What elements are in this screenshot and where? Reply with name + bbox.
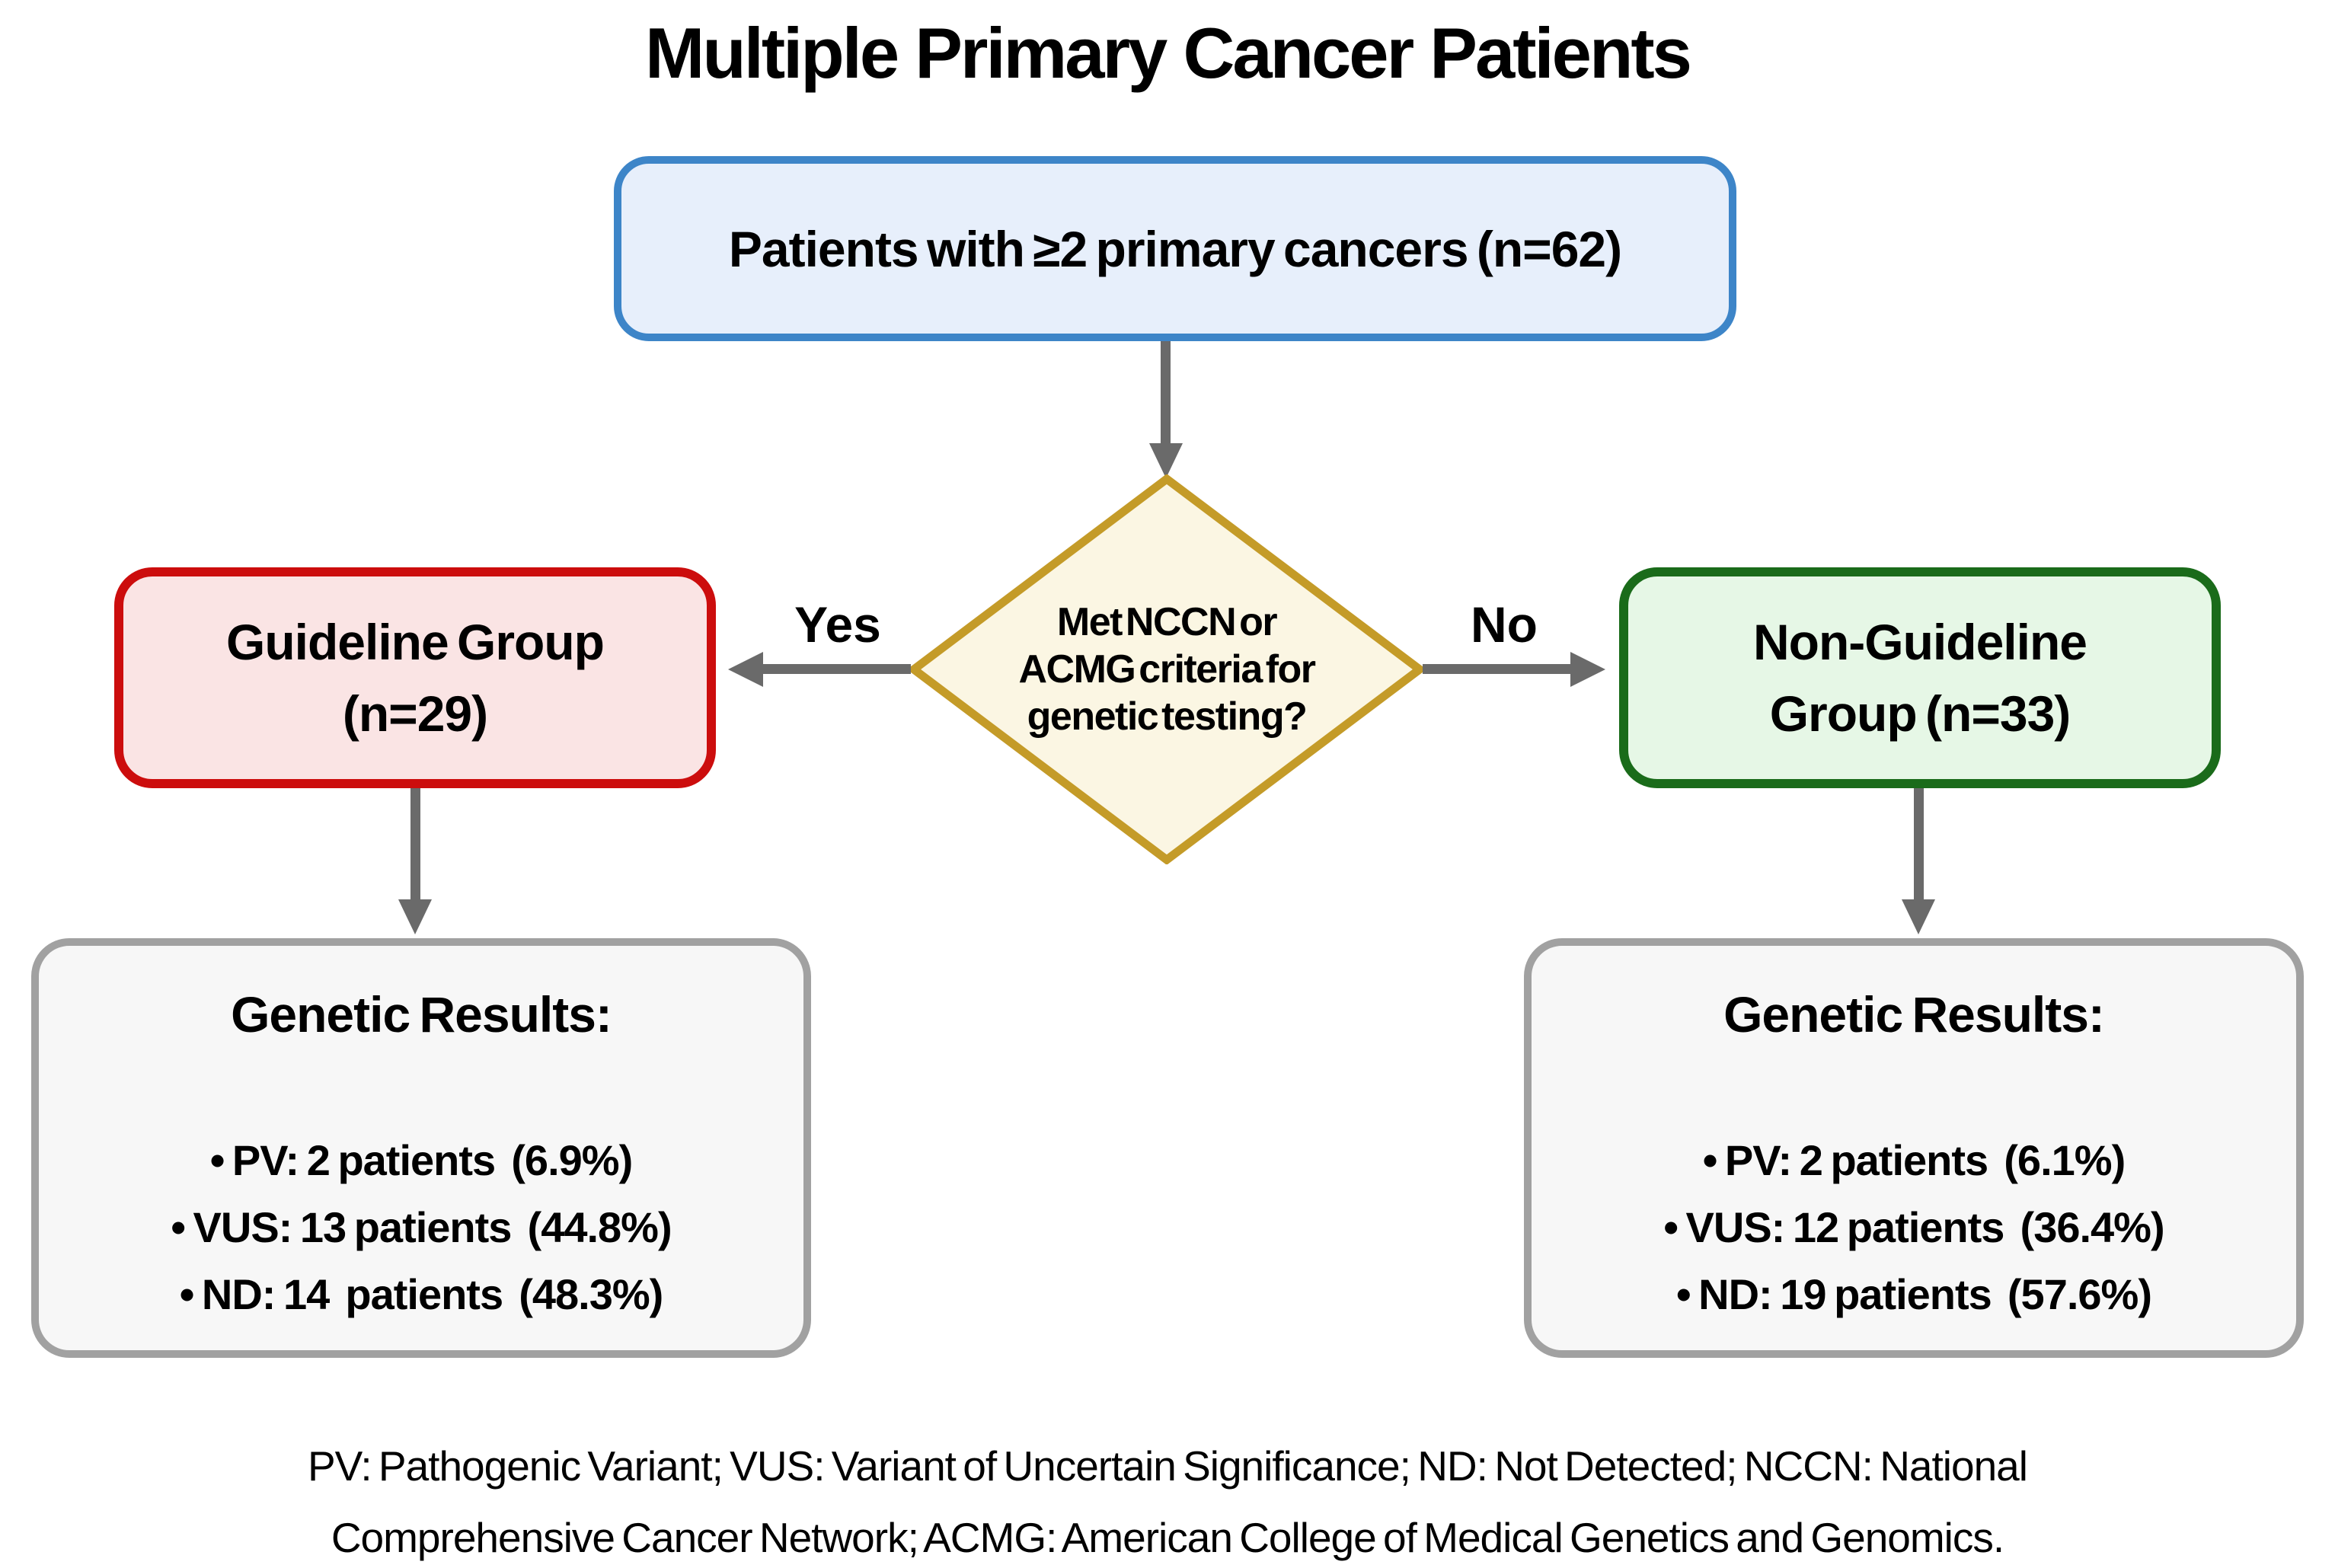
diamond-icon [909,474,1424,864]
root-node-label: Patients with ≥2 primary cancers (n=62) [728,220,1622,277]
footer-line: Comprehensive Cancer Network; ACMG: Amer… [331,1514,2004,1561]
results-item-vus: • VUS: 13 patients (44.8%) [171,1203,672,1251]
guideline-results-node: Genetic Results: • PV: 2 patients (6.9%)… [31,938,811,1358]
non-guideline-group-node: Non-Guideline Group (n=33) [1619,567,2221,788]
no-edge-label: No [1471,596,1538,653]
non-guideline-results-node: Genetic Results: • PV: 2 patients (6.1%)… [1524,938,2304,1358]
non-guideline-group-line: Non-Guideline [1753,614,2087,670]
footer-line: PV: Pathogenic Variant; VUS: Variant of … [308,1442,2028,1490]
results-heading: Genetic Results: [231,986,612,1043]
results-list: • PV: 2 patients (6.1%) • VUS: 12 patien… [1532,1127,2296,1328]
results-item-pv: • PV: 2 patients (6.1%) [1702,1136,2126,1184]
results-heading: Genetic Results: [1723,986,2105,1043]
guideline-group-line: (n=29) [342,685,488,742]
arrow-root-to-decision-shaft [1161,341,1171,443]
arrow-non-guideline-to-results-shaft [1914,788,1924,899]
arrow-no-shaft [1423,664,1572,674]
decision-line: ACMG criteria for [1018,647,1316,691]
decision-node: Met NCCN or ACMG criteria for genetic te… [909,474,1424,864]
footer-abbreviations: PV: Pathogenic Variant; VUS: Variant of … [0,1430,2335,1568]
page-title: Multiple Primary Cancer Patients [645,13,1692,93]
guideline-group-node: Guideline Group (n=29) [114,567,716,788]
results-item-nd: • ND: 14 patients (48.3%) [179,1270,664,1318]
decision-line: Met NCCN or [1056,600,1278,644]
decision-node-shape [909,474,1424,864]
arrow-down-icon [1902,899,1935,934]
decision-line: genetic testing? [1027,695,1308,739]
results-item-pv: • PV: 2 patients (6.9%) [209,1136,633,1184]
yes-edge-label: Yes [794,596,881,653]
arrow-right-icon [1570,652,1605,687]
results-item-vus: • VUS: 12 patients (36.4%) [1663,1203,2164,1251]
arrow-down-icon [1149,443,1183,478]
arrow-yes-shaft [762,664,911,674]
results-list: • PV: 2 patients (6.9%) • VUS: 13 patien… [39,1127,803,1328]
arrow-guideline-to-results-shaft [410,788,420,899]
arrow-down-icon [398,899,432,934]
root-node: Patients with ≥2 primary cancers (n=62) [614,156,1736,341]
arrow-left-icon [728,652,763,687]
non-guideline-group-line: Group (n=33) [1769,685,2071,742]
results-item-nd: • ND: 19 patients (57.6%) [1675,1270,2152,1318]
guideline-group-line: Guideline Group [225,614,605,670]
